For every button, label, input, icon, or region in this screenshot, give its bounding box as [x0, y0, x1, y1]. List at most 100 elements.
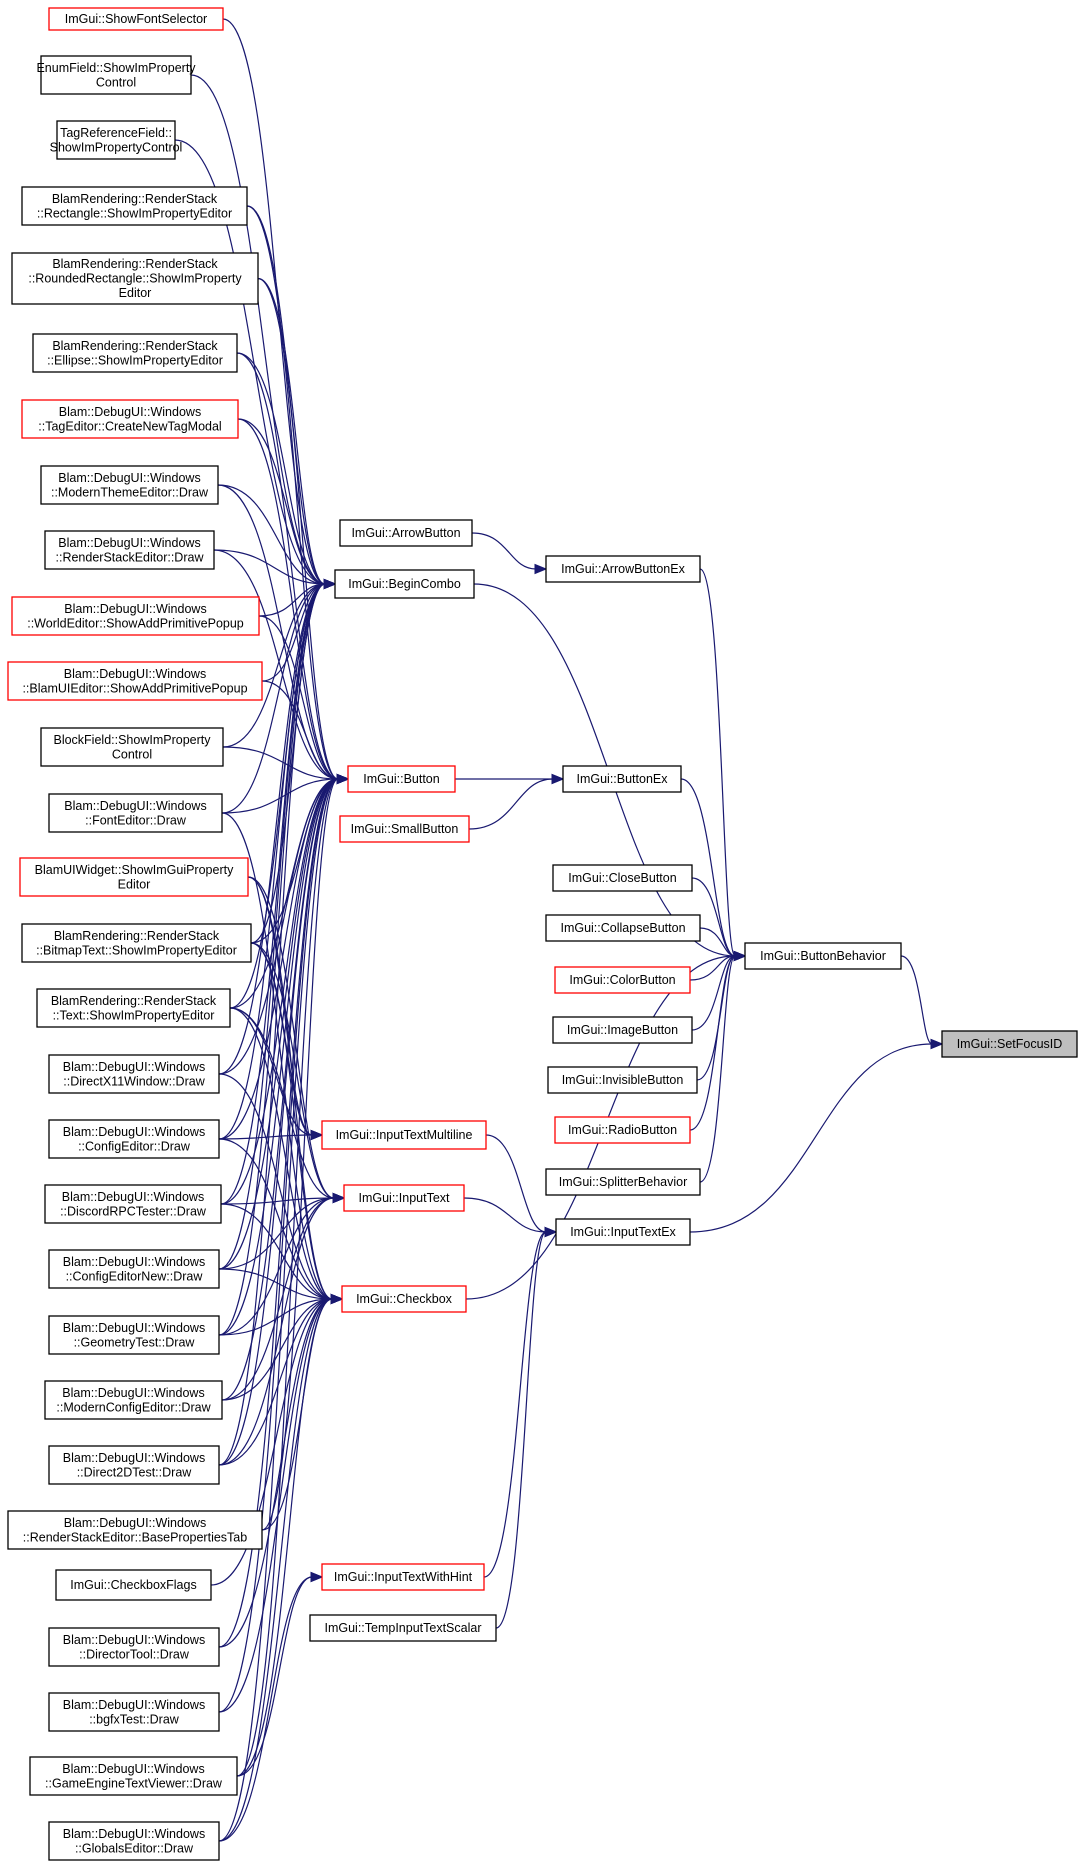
node-blam-debugui-windows-blamuieditor-showaddprimitivepopup[interactable]: Blam::DebugUI::Windows::BlamUIEditor::Sh… — [7, 661, 263, 701]
node-blamrendering-renderstack-text-showimpropertyeditor[interactable]: BlamRendering::RenderStack::Text::ShowIm… — [36, 988, 231, 1028]
node-box[interactable] — [36, 988, 231, 1028]
node-enumfield-showimproperty-control[interactable]: EnumField::ShowImPropertyControl — [36, 55, 196, 95]
node-imgui-colorbutton[interactable]: ImGui::ColorButton — [554, 966, 691, 994]
node-box[interactable] — [11, 596, 260, 636]
node-imgui-buttonbehavior[interactable]: ImGui::ButtonBehavior — [744, 942, 902, 970]
node-box[interactable] — [11, 252, 259, 305]
node-imgui-inputtextmultiline[interactable]: ImGui::InputTextMultiline — [321, 1120, 487, 1150]
node-box[interactable] — [29, 1756, 238, 1796]
node-blam-debugui-windows-direct2dtest-draw[interactable]: Blam::DebugUI::Windows::Direct2DTest::Dr… — [48, 1445, 220, 1485]
node-box[interactable] — [7, 1510, 263, 1550]
node-box[interactable] — [21, 923, 252, 963]
node-box[interactable] — [56, 120, 176, 160]
node-blam-debugui-windows-geometrytest-draw[interactable]: Blam::DebugUI::Windows::GeometryTest::Dr… — [48, 1315, 220, 1355]
node-blam-debugui-windows-discordrpctester-draw[interactable]: Blam::DebugUI::Windows::DiscordRPCTester… — [44, 1184, 222, 1224]
node-box[interactable] — [55, 1569, 212, 1601]
node-box[interactable] — [554, 966, 691, 994]
node-box[interactable] — [347, 765, 456, 793]
node-box[interactable] — [339, 815, 470, 843]
node-box[interactable] — [48, 1315, 220, 1355]
node-imgui-arrowbuttonex[interactable]: ImGui::ArrowButtonEx — [545, 555, 701, 583]
node-box[interactable] — [309, 1614, 497, 1642]
node-imgui-radiobutton[interactable]: ImGui::RadioButton — [554, 1116, 691, 1144]
node-box[interactable] — [48, 1692, 220, 1732]
node-box[interactable] — [552, 1016, 693, 1044]
node-box[interactable] — [21, 186, 248, 226]
node-blam-debugui-windows-globalseditor-draw[interactable]: Blam::DebugUI::Windows::GlobalsEditor::D… — [48, 1821, 220, 1861]
node-box[interactable] — [744, 942, 902, 970]
node-box[interactable] — [7, 661, 263, 701]
node-box[interactable] — [40, 55, 192, 95]
node-box[interactable] — [339, 519, 473, 547]
node-box[interactable] — [32, 333, 238, 373]
node-blam-debugui-windows-directortool-draw[interactable]: Blam::DebugUI::Windows::DirectorTool::Dr… — [48, 1627, 220, 1667]
node-blam-debugui-windows-bgfxtest-draw[interactable]: Blam::DebugUI::Windows::bgfxTest::Draw — [48, 1692, 220, 1732]
node-imgui-collapsebutton[interactable]: ImGui::CollapseButton — [545, 914, 701, 942]
node-blam-debugui-windows-worldeditor-showaddprimitivepopup[interactable]: Blam::DebugUI::Windows::WorldEditor::Sho… — [11, 596, 260, 636]
node-box[interactable] — [321, 1120, 487, 1150]
node-box[interactable] — [545, 555, 701, 583]
node-imgui-arrowbutton[interactable]: ImGui::ArrowButton — [339, 519, 473, 547]
node-imgui-inputtextwithhint[interactable]: ImGui::InputTextWithHint — [321, 1563, 485, 1591]
node-blam-debugui-windows-configeditornew-draw[interactable]: Blam::DebugUI::Windows::ConfigEditorNew:… — [48, 1249, 220, 1289]
node-blam-debugui-windows-gameenginetextviewer-draw[interactable]: Blam::DebugUI::Windows::GameEngineTextVi… — [29, 1756, 238, 1796]
node-box[interactable] — [44, 1380, 223, 1420]
node-box[interactable] — [48, 793, 223, 833]
node-box[interactable] — [545, 1168, 701, 1196]
node-blamrendering-renderstack-ellipse-showimpropertyeditor[interactable]: BlamRendering::RenderStack::Ellipse::Sho… — [32, 333, 238, 373]
node-box[interactable] — [44, 1184, 222, 1224]
node-imgui-imagebutton[interactable]: ImGui::ImageButton — [552, 1016, 693, 1044]
node-blam-debugui-windows-fonteditor-draw[interactable]: Blam::DebugUI::Windows::FontEditor::Draw — [48, 793, 223, 833]
node-blamrendering-renderstack-roundedrectangle-showimproperty-editor[interactable]: BlamRendering::RenderStack::RoundedRecta… — [11, 252, 259, 305]
node-box[interactable] — [19, 857, 249, 897]
node-box[interactable] — [21, 399, 239, 439]
node-imgui-begincombo[interactable]: ImGui::BeginCombo — [334, 569, 475, 599]
node-imgui-inputtextex[interactable]: ImGui::InputTextEx — [555, 1218, 691, 1246]
node-blam-debugui-windows-tageditor-createnewtagmodal[interactable]: Blam::DebugUI::Windows::TagEditor::Creat… — [21, 399, 239, 439]
node-box[interactable] — [40, 727, 224, 767]
node-blam-debugui-windows-modernconfigeditor-draw[interactable]: Blam::DebugUI::Windows::ModernConfigEdit… — [44, 1380, 223, 1420]
node-blamrendering-renderstack-rectangle-showimpropertyeditor[interactable]: BlamRendering::RenderStack::Rectangle::S… — [21, 186, 248, 226]
node-box[interactable] — [48, 1627, 220, 1667]
node-box[interactable] — [48, 1054, 220, 1094]
node-box[interactable] — [545, 914, 701, 942]
node-imgui-splitterbehavior[interactable]: ImGui::SplitterBehavior — [545, 1168, 701, 1196]
node-box[interactable] — [941, 1030, 1078, 1058]
node-imgui-checkboxflags[interactable]: ImGui::CheckboxFlags — [55, 1569, 212, 1601]
node-box[interactable] — [343, 1184, 465, 1212]
node-blam-debugui-windows-renderstackeditor-draw[interactable]: Blam::DebugUI::Windows::RenderStackEdito… — [44, 530, 215, 570]
node-blockfield-showimproperty-control[interactable]: BlockField::ShowImPropertyControl — [40, 727, 224, 767]
node-imgui-setfocusid[interactable]: ImGui::SetFocusID — [941, 1030, 1078, 1058]
node-box[interactable] — [40, 465, 219, 505]
node-imgui-invisiblebutton[interactable]: ImGui::InvisibleButton — [547, 1066, 698, 1094]
node-tagreferencefield-showimpropertycontrol[interactable]: TagReferenceField::ShowImPropertyControl — [50, 120, 183, 160]
node-imgui-showfontselector[interactable]: ImGui::ShowFontSelector — [48, 7, 224, 31]
node-blam-debugui-windows-directx11window-draw[interactable]: Blam::DebugUI::Windows::DirectX11Window:… — [48, 1054, 220, 1094]
node-box[interactable] — [552, 864, 693, 892]
node-blamrendering-renderstack-bitmaptext-showimpropertyeditor[interactable]: BlamRendering::RenderStack::BitmapText::… — [21, 923, 252, 963]
node-box[interactable] — [48, 7, 224, 31]
node-imgui-inputtext[interactable]: ImGui::InputText — [343, 1184, 465, 1212]
node-imgui-buttonex[interactable]: ImGui::ButtonEx — [562, 765, 682, 793]
node-blam-debugui-windows-modernthemeeditor-draw[interactable]: Blam::DebugUI::Windows::ModernThemeEdito… — [40, 465, 219, 505]
node-box[interactable] — [341, 1285, 467, 1313]
node-box[interactable] — [48, 1445, 220, 1485]
node-box[interactable] — [48, 1821, 220, 1861]
node-imgui-checkbox[interactable]: ImGui::Checkbox — [341, 1285, 467, 1313]
node-box[interactable] — [554, 1116, 691, 1144]
node-imgui-closebutton[interactable]: ImGui::CloseButton — [552, 864, 693, 892]
node-box[interactable] — [547, 1066, 698, 1094]
node-box[interactable] — [44, 530, 215, 570]
node-box[interactable] — [334, 569, 475, 599]
node-box[interactable] — [48, 1119, 220, 1159]
node-imgui-button[interactable]: ImGui::Button — [347, 765, 456, 793]
node-blam-debugui-windows-configeditor-draw[interactable]: Blam::DebugUI::Windows::ConfigEditor::Dr… — [48, 1119, 220, 1159]
node-box[interactable] — [321, 1563, 485, 1591]
node-box[interactable] — [562, 765, 682, 793]
node-blam-debugui-windows-renderstackeditor-basepropertiestab[interactable]: Blam::DebugUI::Windows::RenderStackEdito… — [7, 1510, 263, 1550]
node-imgui-smallbutton[interactable]: ImGui::SmallButton — [339, 815, 470, 843]
node-imgui-tempinputtextscalar[interactable]: ImGui::TempInputTextScalar — [309, 1614, 497, 1642]
node-box[interactable] — [555, 1218, 691, 1246]
node-box[interactable] — [48, 1249, 220, 1289]
